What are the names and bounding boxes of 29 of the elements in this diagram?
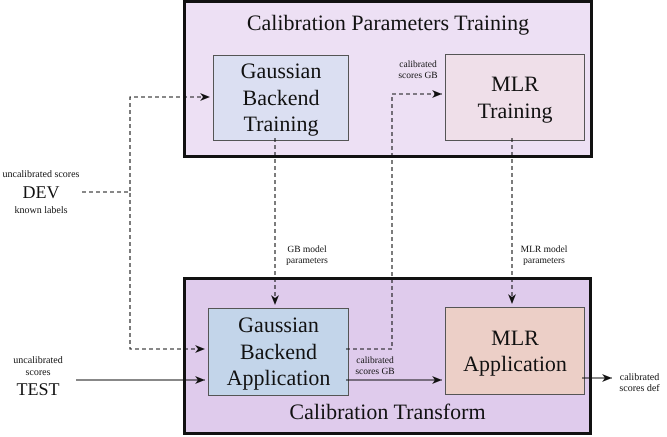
input-caption: uncalibrated scores xyxy=(2,169,80,181)
edge-label: GB model parameters xyxy=(285,245,329,268)
arrow xyxy=(82,191,205,353)
arrow xyxy=(76,376,205,384)
box-label: Gaussian Backend Training xyxy=(240,58,322,138)
arrow xyxy=(271,138,279,305)
group-title: Calibration Parameters Training xyxy=(246,11,530,36)
input-caption: calibrated scores def xyxy=(618,372,661,394)
process-box xyxy=(445,307,585,395)
input-caption: uncalibrated scores xyxy=(12,355,64,378)
group-panel xyxy=(183,0,593,158)
dataset-label: DEV xyxy=(22,182,60,202)
dataset-label: TEST xyxy=(16,379,60,400)
process-box xyxy=(213,55,349,141)
box-label: Gaussian Backend Application xyxy=(226,312,332,392)
process-box xyxy=(445,54,585,141)
group-title: Calibration Transform xyxy=(288,400,487,424)
arrow xyxy=(582,374,612,382)
edge-label: calibrated scores GB xyxy=(397,60,439,83)
process-box xyxy=(208,308,349,396)
edge-label: MLR model parameters xyxy=(520,245,568,268)
box-label: MLR Training xyxy=(476,71,554,124)
arrow xyxy=(508,138,516,304)
arrow xyxy=(346,376,442,384)
edge-label: calibrated scores GB xyxy=(354,356,396,379)
input-caption: known labels xyxy=(14,205,68,217)
arrow xyxy=(346,90,442,350)
group-panel xyxy=(183,277,592,435)
box-label: MLR Application xyxy=(462,324,568,378)
